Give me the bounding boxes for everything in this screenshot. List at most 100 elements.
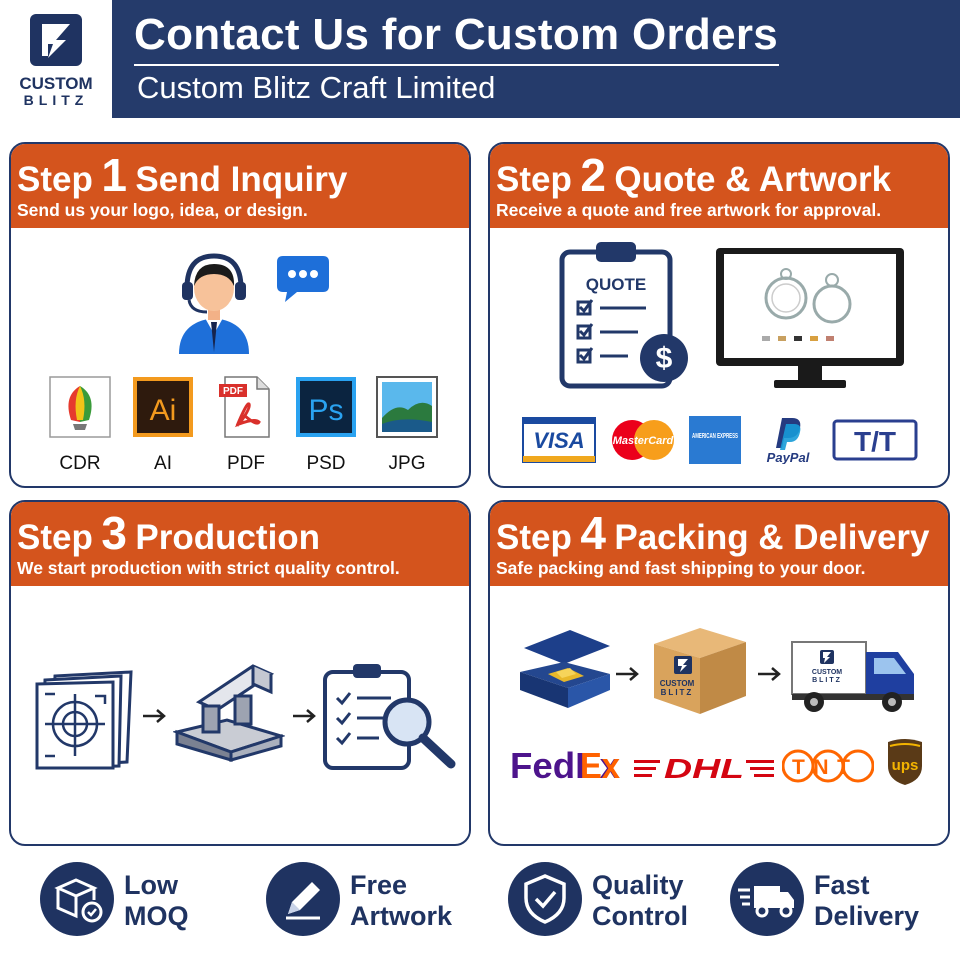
svg-text:FedEx: FedEx xyxy=(510,746,620,786)
machine-icon xyxy=(173,664,285,762)
format-pdf: PDF PDF xyxy=(213,376,279,475)
arrow-right-icon xyxy=(758,667,781,681)
payment-tt: T/T xyxy=(832,416,918,464)
feature-2-line-2: Artwork xyxy=(350,901,453,931)
step-3-word: Step xyxy=(17,518,93,557)
page-header: CUSTOM BLITZ Contact Us for Custom Order… xyxy=(0,0,960,118)
step-2-word: Step xyxy=(496,160,572,199)
coreldraw-icon xyxy=(49,376,111,438)
jpg-image-icon xyxy=(376,376,438,438)
fast-truck-icon xyxy=(738,886,794,918)
feature-4-line-1: Fast xyxy=(814,870,870,900)
company-name: Custom Blitz Craft Limited xyxy=(137,70,496,105)
chat-bubble-icon xyxy=(277,256,329,302)
format-label-cdr: CDR xyxy=(59,453,101,474)
arrow-right-icon xyxy=(616,667,639,681)
payment-paypal: PayPal xyxy=(758,416,818,464)
step-4-name: Packing & Delivery xyxy=(614,518,930,557)
svg-text:TNT: TNT xyxy=(792,756,864,779)
pencil-icon xyxy=(286,882,320,920)
visa-icon: VISA xyxy=(522,417,596,463)
svg-text:Ps: Ps xyxy=(308,394,343,427)
arrow-right-icon xyxy=(143,709,166,723)
step-3-number: 3 xyxy=(101,507,127,559)
step-3-header: Step 3 Production We start production wi… xyxy=(11,502,469,586)
logo-line-1: CUSTOM xyxy=(19,74,93,93)
ups-icon: ups xyxy=(888,739,922,785)
fedex-icon: FedEx Ex xyxy=(510,746,620,786)
truck-logo-line-2: BLITZ xyxy=(812,677,842,684)
step-1-word: Step xyxy=(17,160,93,199)
svg-text:DHL: DHL xyxy=(664,753,744,784)
illustrator-icon: Ai xyxy=(133,377,193,437)
step-3-card: Step 3 Production We start production wi… xyxy=(9,500,471,846)
format-label-psd: PSD xyxy=(306,453,346,474)
svg-text:T/T: T/T xyxy=(854,426,896,457)
courier-fedex: FedEx Ex xyxy=(510,742,622,790)
customer-support-headset-icon xyxy=(179,253,249,354)
step-1-number: 1 xyxy=(101,149,127,201)
feature-3-line-1: Quality xyxy=(592,870,684,900)
delivery-truck-icon: CUSTOM BLITZ xyxy=(791,641,914,712)
step-1-card: Step 1 Send Inquiry Send us your logo, i… xyxy=(9,142,471,488)
custom-blitz-logo-icon xyxy=(30,14,82,66)
step-1-description: Send us your logo, idea, or design. xyxy=(17,200,308,220)
svg-text:ups: ups xyxy=(892,757,919,774)
svg-text:VISA: VISA xyxy=(533,428,584,453)
payment-amex: AMERICAN EXPRESS xyxy=(688,416,742,464)
monitor-artwork-icon xyxy=(716,248,904,388)
svg-text:Ex: Ex xyxy=(580,746,620,786)
tnt-icon: TNT xyxy=(782,749,874,783)
mastercard-icon: MasterCard xyxy=(612,420,674,460)
svg-text:Ai: Ai xyxy=(150,394,177,427)
quote-clipboard-icon: QUOTE $ xyxy=(559,242,688,389)
format-label-pdf: PDF xyxy=(227,453,265,474)
box-check-icon xyxy=(54,878,103,923)
arrow-right-icon xyxy=(293,709,316,723)
page-title: Contact Us for Custom Orders xyxy=(134,10,779,59)
payment-mastercard: MasterCard xyxy=(610,416,676,464)
format-jpg: JPG xyxy=(374,376,440,475)
format-cdr: CDR xyxy=(47,376,113,475)
feature-2-line-1: Free xyxy=(350,870,408,900)
svg-text:PDF: PDF xyxy=(223,386,243,397)
feature-4-line-2: Delivery xyxy=(814,901,920,931)
svg-text:AMERICAN EXPRESS: AMERICAN EXPRESS xyxy=(692,431,738,440)
step-4-number: 4 xyxy=(580,507,606,559)
format-psd: Ps PSD xyxy=(293,376,359,475)
step-1-header: Step 1 Send Inquiry Send us your logo, i… xyxy=(11,144,469,228)
svg-text:MasterCard: MasterCard xyxy=(613,435,674,447)
step-4-word: Step xyxy=(496,518,572,557)
inspection-checklist-icon xyxy=(323,664,456,770)
box-logo-line-2: BLITZ xyxy=(661,688,694,697)
step-1-name: Send Inquiry xyxy=(135,160,348,199)
gift-box-icon xyxy=(520,630,610,708)
format-ai: Ai AI xyxy=(130,376,196,475)
title-underline xyxy=(134,64,779,66)
format-label-jpg: JPG xyxy=(388,453,426,474)
feature-3-line-2: Control xyxy=(592,901,688,931)
format-label-ai: AI xyxy=(154,453,172,474)
quote-label: QUOTE xyxy=(586,275,646,294)
feature-1-line-1: Low xyxy=(124,870,178,900)
shipping-box-icon: CUSTOM BLITZ xyxy=(654,628,746,714)
step-2-card: Step 2 Quote & Artwork Receive a quote a… xyxy=(488,142,950,488)
payment-visa: VISA xyxy=(522,416,596,464)
title-band xyxy=(112,0,960,118)
step-2-description: Receive a quote and free artwork for app… xyxy=(496,200,882,220)
step-4-description: Safe packing and fast shipping to your d… xyxy=(496,558,866,578)
courier-ups: ups xyxy=(886,738,924,786)
logo-line-2: BLITZ xyxy=(23,92,89,108)
pdf-icon: PDF xyxy=(219,376,270,438)
truck-logo-line-1: CUSTOM xyxy=(812,669,842,676)
shield-check-icon xyxy=(524,874,566,924)
paypal-icon: PayPal xyxy=(767,418,810,464)
photoshop-icon: Ps xyxy=(296,377,356,437)
svg-text:PayPal: PayPal xyxy=(767,450,810,464)
step-4-card: Step 4 Packing & Delivery Safe packing a… xyxy=(488,500,950,846)
american-express-icon: AMERICAN EXPRESS xyxy=(689,416,741,464)
step-2-header: Step 2 Quote & Artwork Receive a quote a… xyxy=(490,144,948,228)
svg-text:$: $ xyxy=(656,342,673,375)
step-4-header: Step 4 Packing & Delivery Safe packing a… xyxy=(490,502,948,586)
dhl-icon: DHL xyxy=(634,753,774,784)
